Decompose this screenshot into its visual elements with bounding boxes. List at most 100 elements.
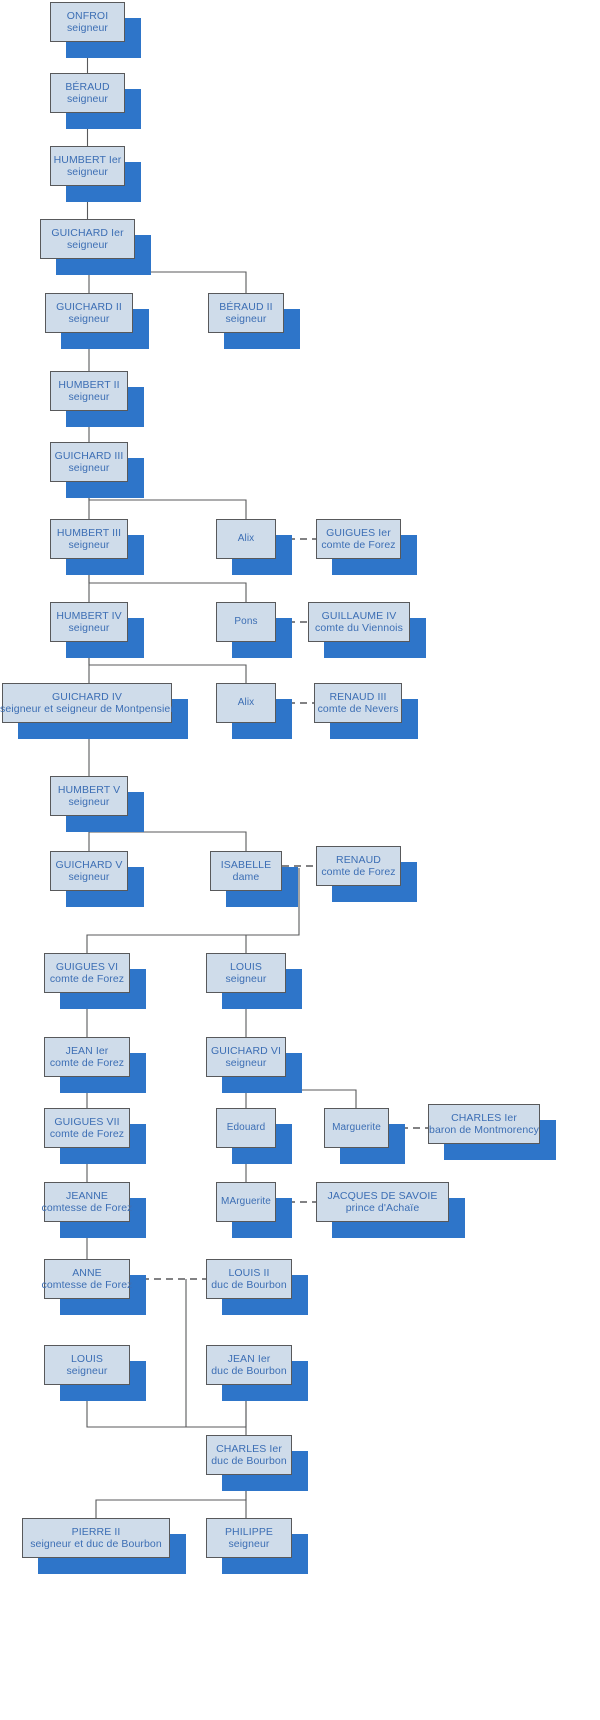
link-union-guigues6 <box>86 868 300 953</box>
node-title: comte de Forez <box>49 1128 125 1140</box>
node-title: seigneur <box>68 313 110 325</box>
node-title: seigneur <box>228 1538 270 1550</box>
node-name: GUICHARD III <box>54 449 124 462</box>
node-title: seigneur <box>225 1057 267 1069</box>
node-name: GUICHARD II <box>56 300 122 313</box>
node-edouard[interactable]: Edouard <box>216 1108 276 1148</box>
link-union-louis <box>245 934 299 953</box>
node-name: ISABELLE <box>220 858 272 871</box>
node-name: GUILLAUME IV <box>321 609 397 622</box>
node-name: BÉRAUD II <box>219 300 273 313</box>
node-title: comte de Forez <box>49 1057 125 1069</box>
node-title: duc de Bourbon <box>211 1455 287 1467</box>
node-name: Pons <box>234 616 258 628</box>
node-title: seigneur <box>68 391 110 403</box>
node-title: comtesse de Forez <box>41 1202 133 1214</box>
node-title: comte de Forez <box>321 866 396 878</box>
node-name: LOUIS II <box>228 1266 270 1279</box>
node-name: Alix <box>237 697 255 709</box>
node-name: BÉRAUD <box>65 80 110 93</box>
node-name: GUICHARD Ier <box>51 226 124 239</box>
node-name: HUMBERT Ier <box>53 153 122 166</box>
node-title: duc de Bourbon <box>211 1365 287 1377</box>
node-title: seigneur <box>68 539 110 551</box>
node-name: HUMBERT III <box>56 526 122 539</box>
node-pons[interactable]: Pons <box>216 602 276 642</box>
node-name: PHILIPPE <box>224 1525 274 1538</box>
node-marguerite1[interactable]: Marguerite <box>324 1108 389 1148</box>
node-name: JEAN Ier <box>227 1352 271 1365</box>
node-name: RENAUD <box>336 853 381 866</box>
node-name: Edouard <box>226 1122 266 1134</box>
node-title: dame <box>232 871 260 883</box>
node-title: prince d'Achaïe <box>345 1202 420 1214</box>
node-name: HUMBERT V <box>57 783 121 796</box>
node-title: seigneur <box>66 93 109 105</box>
node-alix2[interactable]: Alix <box>216 683 276 723</box>
node-title: seigneur et seigneur de Montpensier <box>0 703 174 715</box>
node-title: seigneur <box>66 239 109 251</box>
node-title: seigneur <box>68 871 110 883</box>
node-title: seigneur <box>66 1365 108 1377</box>
node-name: PIERRE II <box>71 1525 121 1538</box>
node-name: CHARLES Ier <box>216 1442 282 1455</box>
node-name: ANNE <box>72 1266 102 1279</box>
node-title: baron de Montmorency <box>429 1124 539 1136</box>
node-title: comte du Viennois <box>315 622 403 634</box>
node-title: seigneur <box>68 796 110 808</box>
node-title: comte de Forez <box>49 973 125 985</box>
node-name: JEAN Ier <box>65 1044 109 1057</box>
node-name: GUICHARD VI <box>211 1044 281 1057</box>
node-title: seigneur <box>66 166 109 178</box>
node-title: seigneur <box>225 973 267 985</box>
node-name: LOUIS <box>229 960 262 973</box>
node-name: Marguerite <box>332 1122 381 1134</box>
node-title: comte de Forez <box>321 539 396 551</box>
node-name: GUICHARD IV <box>52 690 122 703</box>
node-title: duc de Bourbon <box>211 1279 287 1291</box>
node-name: GUIGUES VII <box>54 1115 120 1128</box>
node-name: GUICHARD V <box>55 858 123 871</box>
node-marguerite2[interactable]: MArguerite <box>216 1182 276 1222</box>
node-name: JACQUES DE SAVOIE <box>327 1189 438 1202</box>
node-alix1[interactable]: Alix <box>216 519 276 559</box>
node-title: seigneur <box>68 462 110 474</box>
node-title: seigneur et duc de Bourbon <box>30 1538 162 1550</box>
node-title: seigneur <box>225 313 267 325</box>
node-name: ONFROI <box>66 9 109 22</box>
